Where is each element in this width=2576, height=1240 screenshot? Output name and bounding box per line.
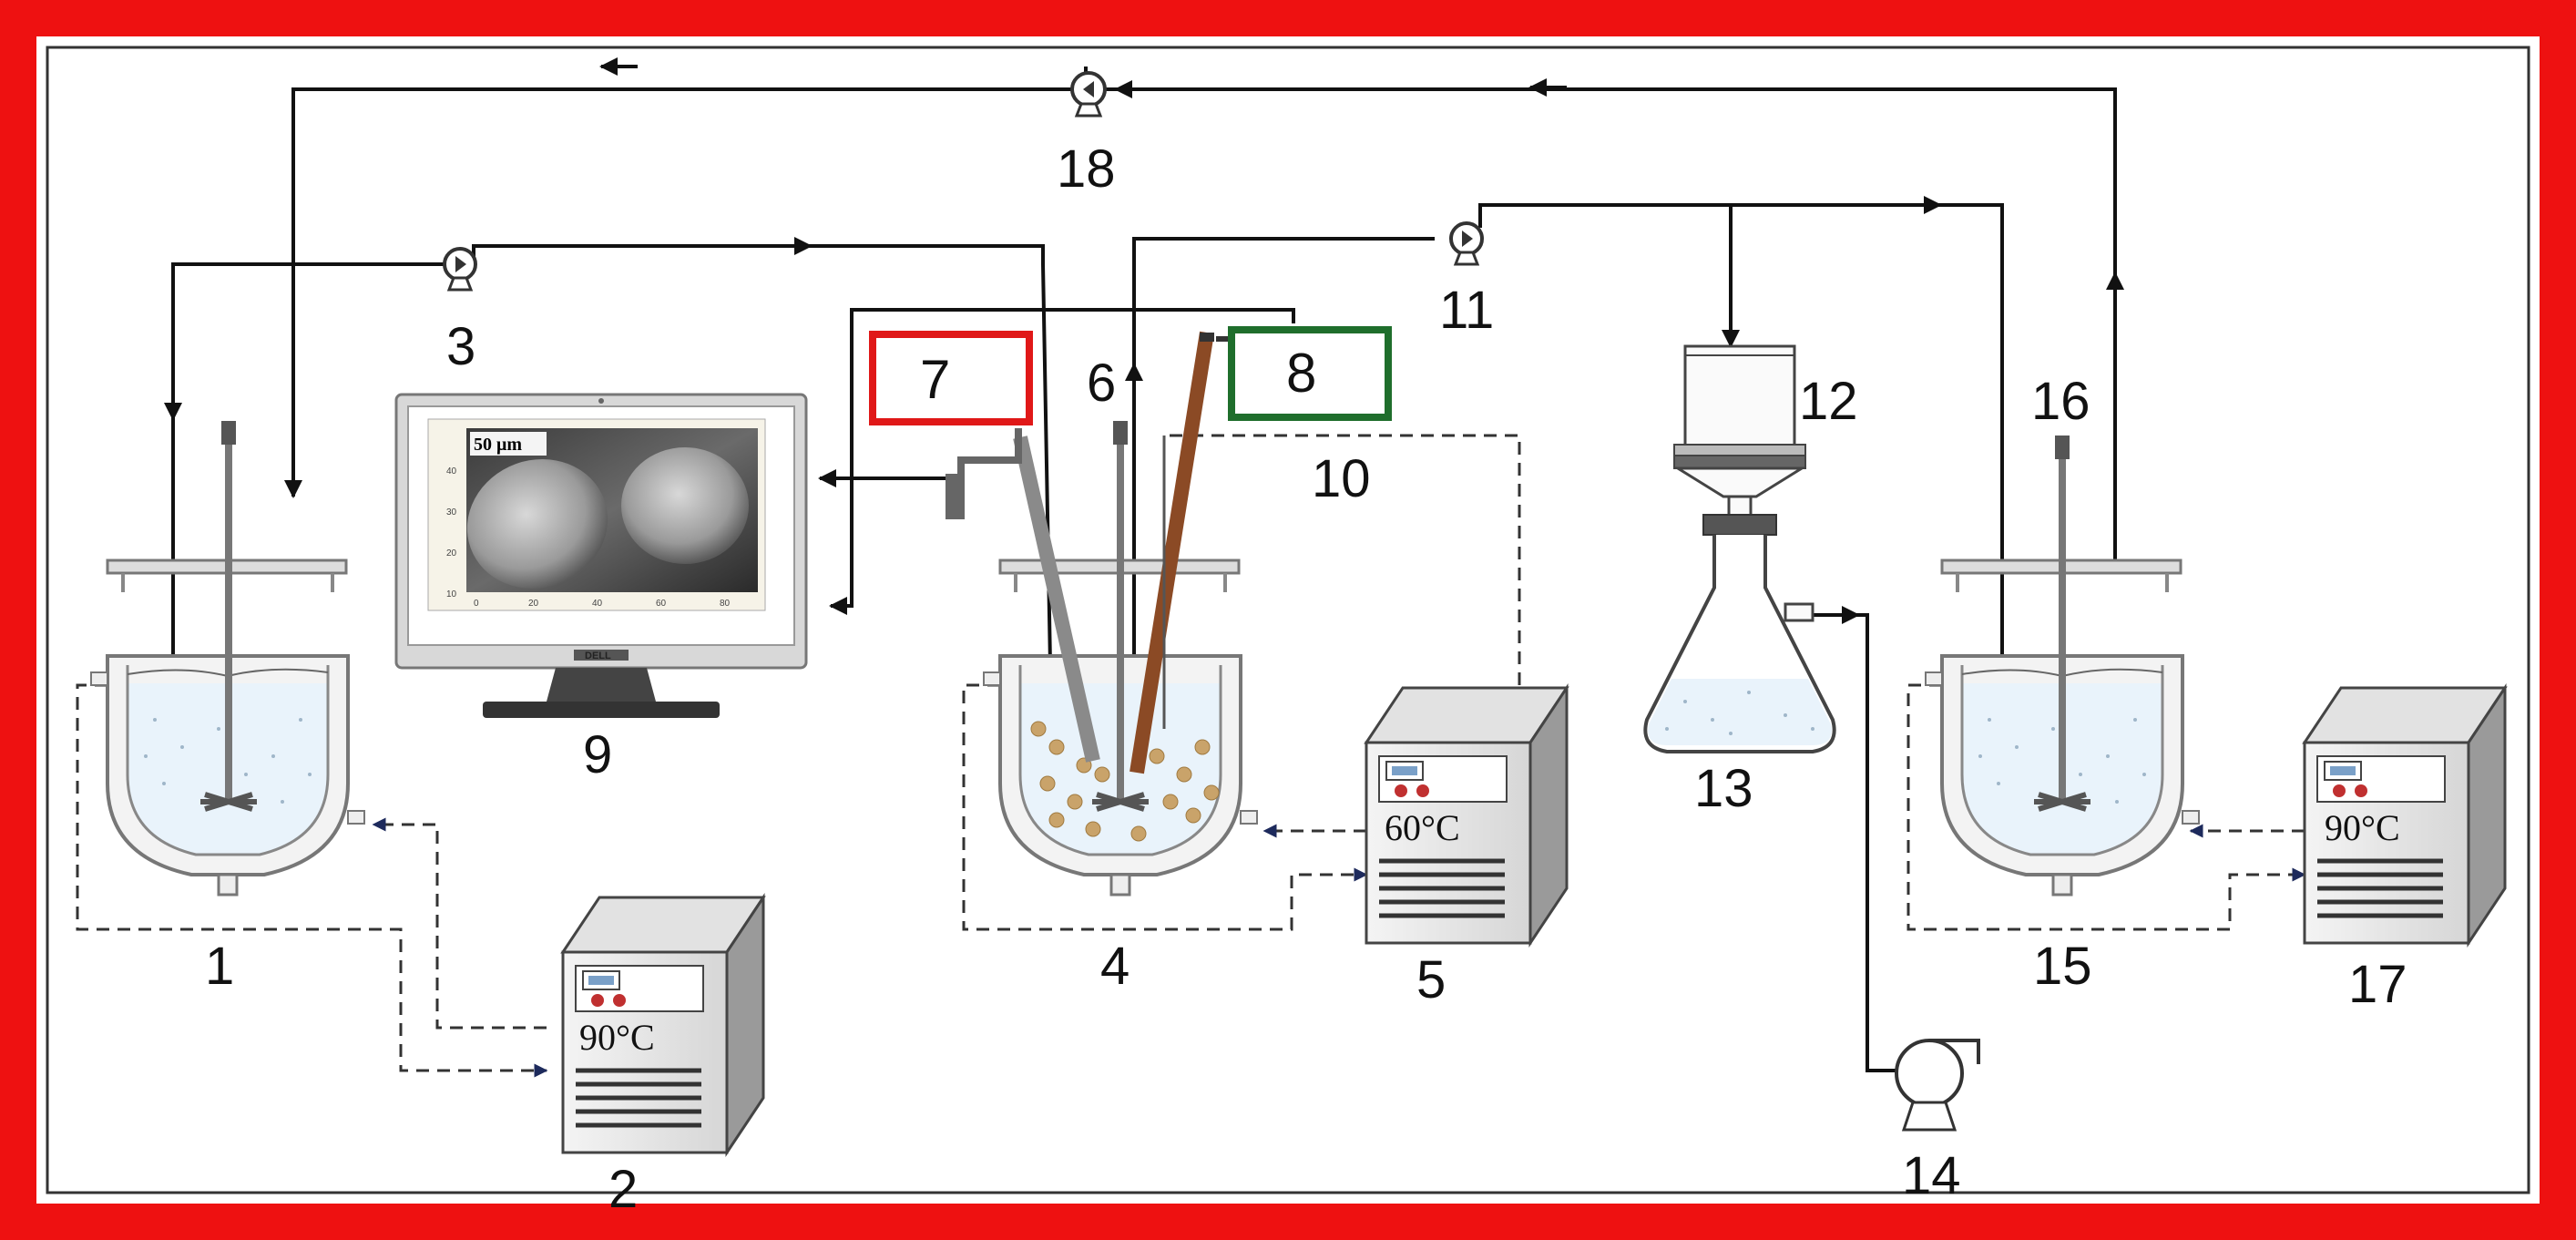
label-16: 16 bbox=[2031, 372, 2090, 431]
label-15: 15 bbox=[2033, 937, 2092, 996]
filter-flask-13 bbox=[1643, 514, 1836, 753]
label-5: 5 bbox=[1416, 950, 1446, 1009]
svg-text:30: 30 bbox=[446, 507, 457, 518]
label-10: 10 bbox=[1312, 449, 1371, 508]
particles bbox=[1030, 721, 1220, 842]
svg-text:20: 20 bbox=[446, 548, 457, 559]
svg-text:0: 0 bbox=[474, 599, 479, 609]
label-4: 4 bbox=[1100, 937, 1130, 996]
pump-11 bbox=[1449, 221, 1484, 266]
label-7: 7 bbox=[920, 349, 950, 410]
box-8 bbox=[1228, 326, 1392, 421]
label-14: 14 bbox=[1902, 1146, 1961, 1205]
probe-7 bbox=[1013, 436, 1100, 763]
scale-bar-label: 50 μm bbox=[474, 435, 522, 455]
label-9: 9 bbox=[583, 725, 612, 784]
label-17: 17 bbox=[2348, 955, 2407, 1014]
svg-text:60: 60 bbox=[656, 599, 667, 609]
bath-17 bbox=[2302, 683, 2508, 948]
dashed-heating-lines bbox=[76, 434, 2306, 1078]
label-8: 8 bbox=[1286, 343, 1316, 404]
label-13: 13 bbox=[1694, 759, 1753, 818]
svg-text:40: 40 bbox=[446, 466, 457, 477]
bath-17-temperature: 90°C bbox=[2325, 807, 2400, 848]
svg-text:80: 80 bbox=[720, 599, 731, 609]
label-6: 6 bbox=[1087, 354, 1116, 413]
label-2: 2 bbox=[608, 1160, 638, 1219]
label-18: 18 bbox=[1057, 139, 1116, 199]
reactor-15 bbox=[1925, 436, 2200, 897]
reactor-1 bbox=[90, 421, 365, 897]
bath-5-temperature: 60°C bbox=[1385, 807, 1460, 848]
box-7 bbox=[869, 331, 1033, 425]
vacuum-pump-14 bbox=[1895, 1039, 1980, 1132]
svg-text:20: 20 bbox=[528, 599, 539, 609]
inner-frame bbox=[46, 46, 2530, 1194]
label-12: 12 bbox=[1799, 372, 1858, 431]
bath-2-temperature: 90°C bbox=[579, 1017, 655, 1058]
pump-3 bbox=[443, 247, 477, 292]
label-1: 1 bbox=[205, 937, 234, 996]
label-11: 11 bbox=[1439, 281, 1494, 340]
monitor-9: 50 μm 40 30 20 10 0 20 40 60 80 DELL bbox=[394, 393, 808, 718]
probe-8 bbox=[1130, 331, 1214, 774]
reactor-4 bbox=[946, 331, 1258, 897]
label-3: 3 bbox=[446, 317, 475, 376]
svg-text:40: 40 bbox=[592, 599, 603, 609]
svg-text:10: 10 bbox=[446, 589, 457, 600]
bath-5 bbox=[1364, 683, 1569, 948]
monitor-brand: DELL bbox=[585, 651, 611, 661]
pump-18 bbox=[1070, 71, 1107, 118]
bath-2 bbox=[560, 893, 766, 1157]
